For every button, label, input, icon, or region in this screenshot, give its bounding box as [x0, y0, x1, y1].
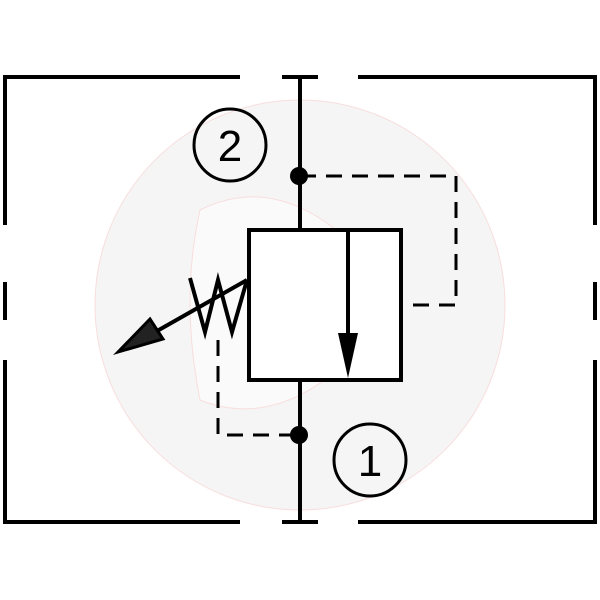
junction-dot-top [290, 167, 308, 185]
port-2-marker: 2 [192, 107, 268, 183]
flow-arrow [338, 232, 358, 378]
pilot-lines [216, 174, 458, 437]
junction-dot-bottom [290, 426, 308, 444]
port-1-marker: 1 [332, 422, 408, 498]
port-1-label: 1 [358, 437, 382, 486]
port-2-label: 2 [218, 122, 242, 171]
valve-envelope [247, 228, 403, 382]
adjustable-spring [112, 272, 249, 356]
